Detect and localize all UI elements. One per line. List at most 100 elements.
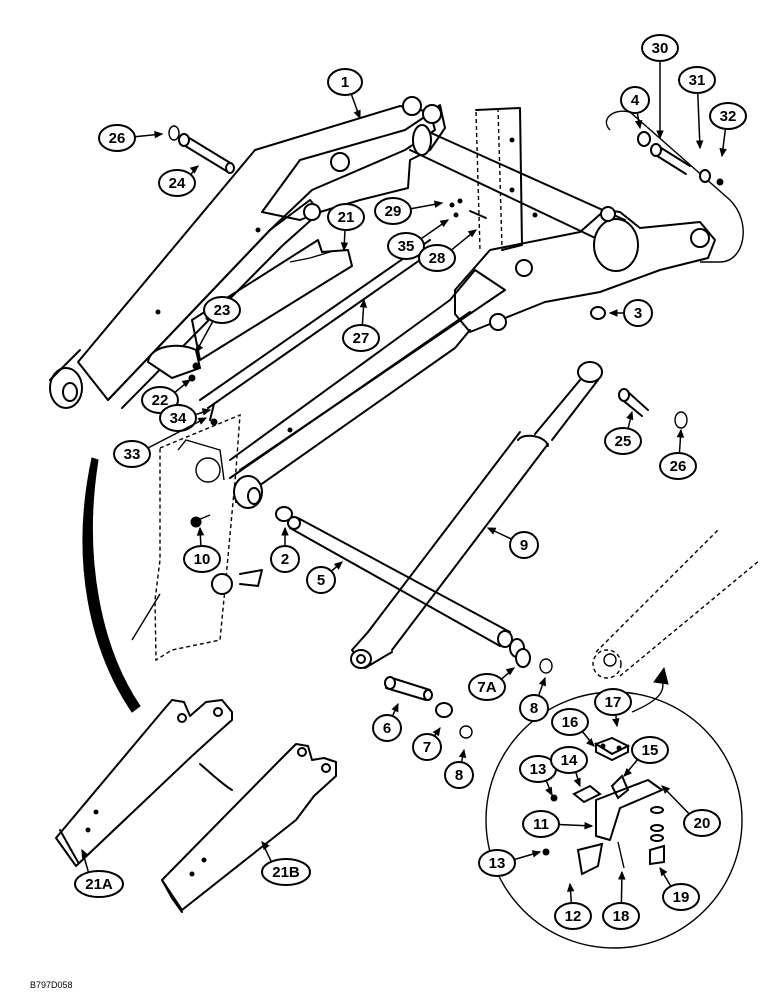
washer-7: [435, 702, 453, 718]
callout-label: 20: [694, 815, 711, 832]
callout-c18: 18: [602, 870, 640, 930]
callout-c15: 15: [623, 736, 669, 777]
callout-bubble: [641, 34, 679, 62]
leader-arrowhead: [197, 417, 208, 425]
leader-line: [697, 93, 701, 149]
leader-arrowhead: [505, 667, 516, 676]
callout-label: 11: [533, 816, 549, 833]
callout-label: 24: [169, 175, 186, 192]
callout-label: 32: [720, 108, 737, 125]
callout-label: 27: [353, 330, 370, 347]
callout-label: 14: [561, 752, 578, 769]
callout-label: 22: [152, 392, 169, 409]
callout-label: 18: [613, 908, 630, 925]
link-27: [199, 239, 441, 421]
callout-bubble: [412, 733, 442, 761]
callout-bubble: [519, 694, 549, 722]
ring-8-lower: [459, 725, 473, 739]
callout-c30: 30: [641, 34, 679, 140]
loader-frame: [49, 96, 716, 509]
leader-arrowhead: [634, 119, 643, 130]
callout-c17: 17: [594, 688, 632, 728]
leader-arrowhead: [618, 870, 626, 880]
leader-arrowhead: [196, 526, 205, 536]
callout-bubble: [372, 714, 402, 742]
callout-c32: 32: [709, 102, 747, 158]
callout-bubble: [183, 545, 221, 573]
callout-c28: 28: [418, 229, 478, 272]
callout-bubble: [74, 870, 124, 898]
callout-bubble: [342, 324, 380, 352]
callout-c24: 24: [158, 165, 199, 197]
leader-arrowhead: [359, 298, 368, 308]
leader-arrowhead: [340, 242, 349, 252]
callout-bubble: [387, 232, 425, 260]
callout-bubble: [261, 858, 311, 886]
callout-label: 4: [631, 92, 640, 109]
callout-c12: 12: [554, 882, 592, 930]
callout-label: 10: [194, 551, 211, 568]
callout-c16: 16: [551, 708, 595, 747]
callout-label: 5: [317, 572, 325, 589]
leader-arrowhead: [623, 768, 632, 777]
pin-30-assembly: [605, 110, 744, 263]
callout-c11: 11: [522, 810, 594, 838]
motion-arrow: [82, 457, 141, 713]
bushing-3: [590, 306, 606, 320]
leader-arrowhead: [566, 882, 575, 892]
detail-view: [485, 691, 743, 949]
callout-bubble: [98, 124, 136, 152]
callout-c4: 4: [620, 86, 650, 130]
leader-arrowhead: [656, 130, 664, 140]
leader-arrowhead: [719, 148, 727, 158]
callout-label: 28: [429, 250, 446, 267]
leader-arrowhead: [467, 229, 478, 238]
callout-label: 13: [489, 855, 506, 872]
callout-bubble: [418, 244, 456, 272]
leader-arrowhead: [531, 850, 542, 858]
callout-c23: 23: [195, 296, 241, 354]
callout-c10: 10: [183, 526, 221, 573]
pin-24: [178, 133, 235, 174]
snap-ring-26-top: [168, 125, 180, 141]
callout-c5: 5: [306, 561, 343, 594]
callout-label: 2: [281, 551, 289, 568]
callout-c7: 7: [412, 726, 442, 761]
callout-bubble: [620, 86, 650, 114]
callout-label: 21B: [272, 864, 300, 881]
callout-bubble: [631, 736, 669, 764]
callout-label: 1: [341, 74, 349, 91]
callout-label: 23: [214, 302, 231, 319]
leader-arrowhead: [195, 343, 204, 354]
callout-label: 33: [124, 446, 141, 463]
leader-arrowhead: [676, 428, 685, 438]
callout-label: 29: [385, 203, 402, 220]
callout-bubble: [551, 708, 589, 736]
callout-bubble: [678, 66, 716, 94]
leader-arrowhead: [281, 526, 289, 536]
leader-arrowhead: [432, 726, 441, 737]
drawing-code: B797D058: [30, 980, 73, 990]
callout-label: 7: [423, 739, 431, 756]
leader-arrowhead: [584, 821, 594, 830]
callout-bubble: [550, 746, 588, 774]
leader-arrowhead: [538, 676, 546, 687]
bushing-2: [275, 506, 293, 522]
callout-c19: 19: [659, 866, 700, 911]
callout-c2: 2: [270, 526, 300, 573]
cylinder-9: [350, 361, 603, 669]
callout-c13a: 13: [519, 755, 557, 797]
callout-bubble: [659, 452, 697, 480]
leader-arrowhead: [695, 140, 704, 150]
leader-arrowhead: [81, 848, 89, 859]
callout-bubble: [522, 810, 560, 838]
callout-bubble: [604, 427, 642, 455]
callout-label: 7A: [477, 679, 496, 696]
callout-bubble: [478, 849, 516, 877]
callout-c3: 3: [608, 299, 653, 327]
callout-c34: 34: [159, 404, 212, 432]
callout-c31: 31: [678, 66, 716, 150]
callout-bubble: [270, 545, 300, 573]
callout-c29: 29: [374, 197, 444, 225]
callout-label: 30: [652, 40, 669, 57]
